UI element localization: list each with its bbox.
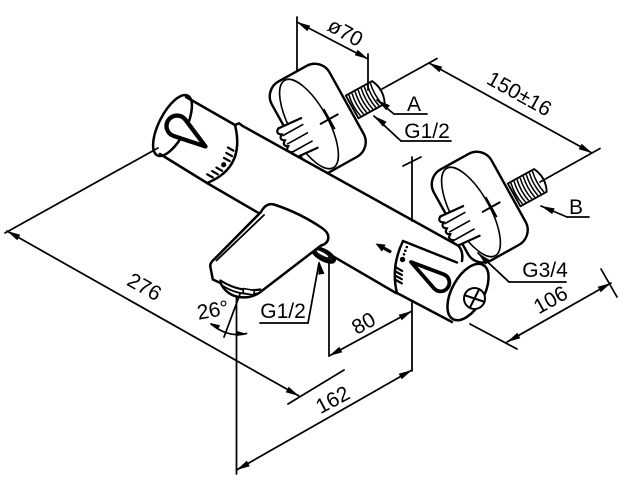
svg-text:A: A: [407, 93, 421, 116]
svg-text:B: B: [569, 196, 583, 219]
svg-text:G1/2: G1/2: [260, 300, 306, 323]
svg-text:G3/4: G3/4: [522, 259, 568, 282]
svg-text:G1/2: G1/2: [404, 120, 450, 143]
svg-text:26°: 26°: [195, 297, 230, 325]
